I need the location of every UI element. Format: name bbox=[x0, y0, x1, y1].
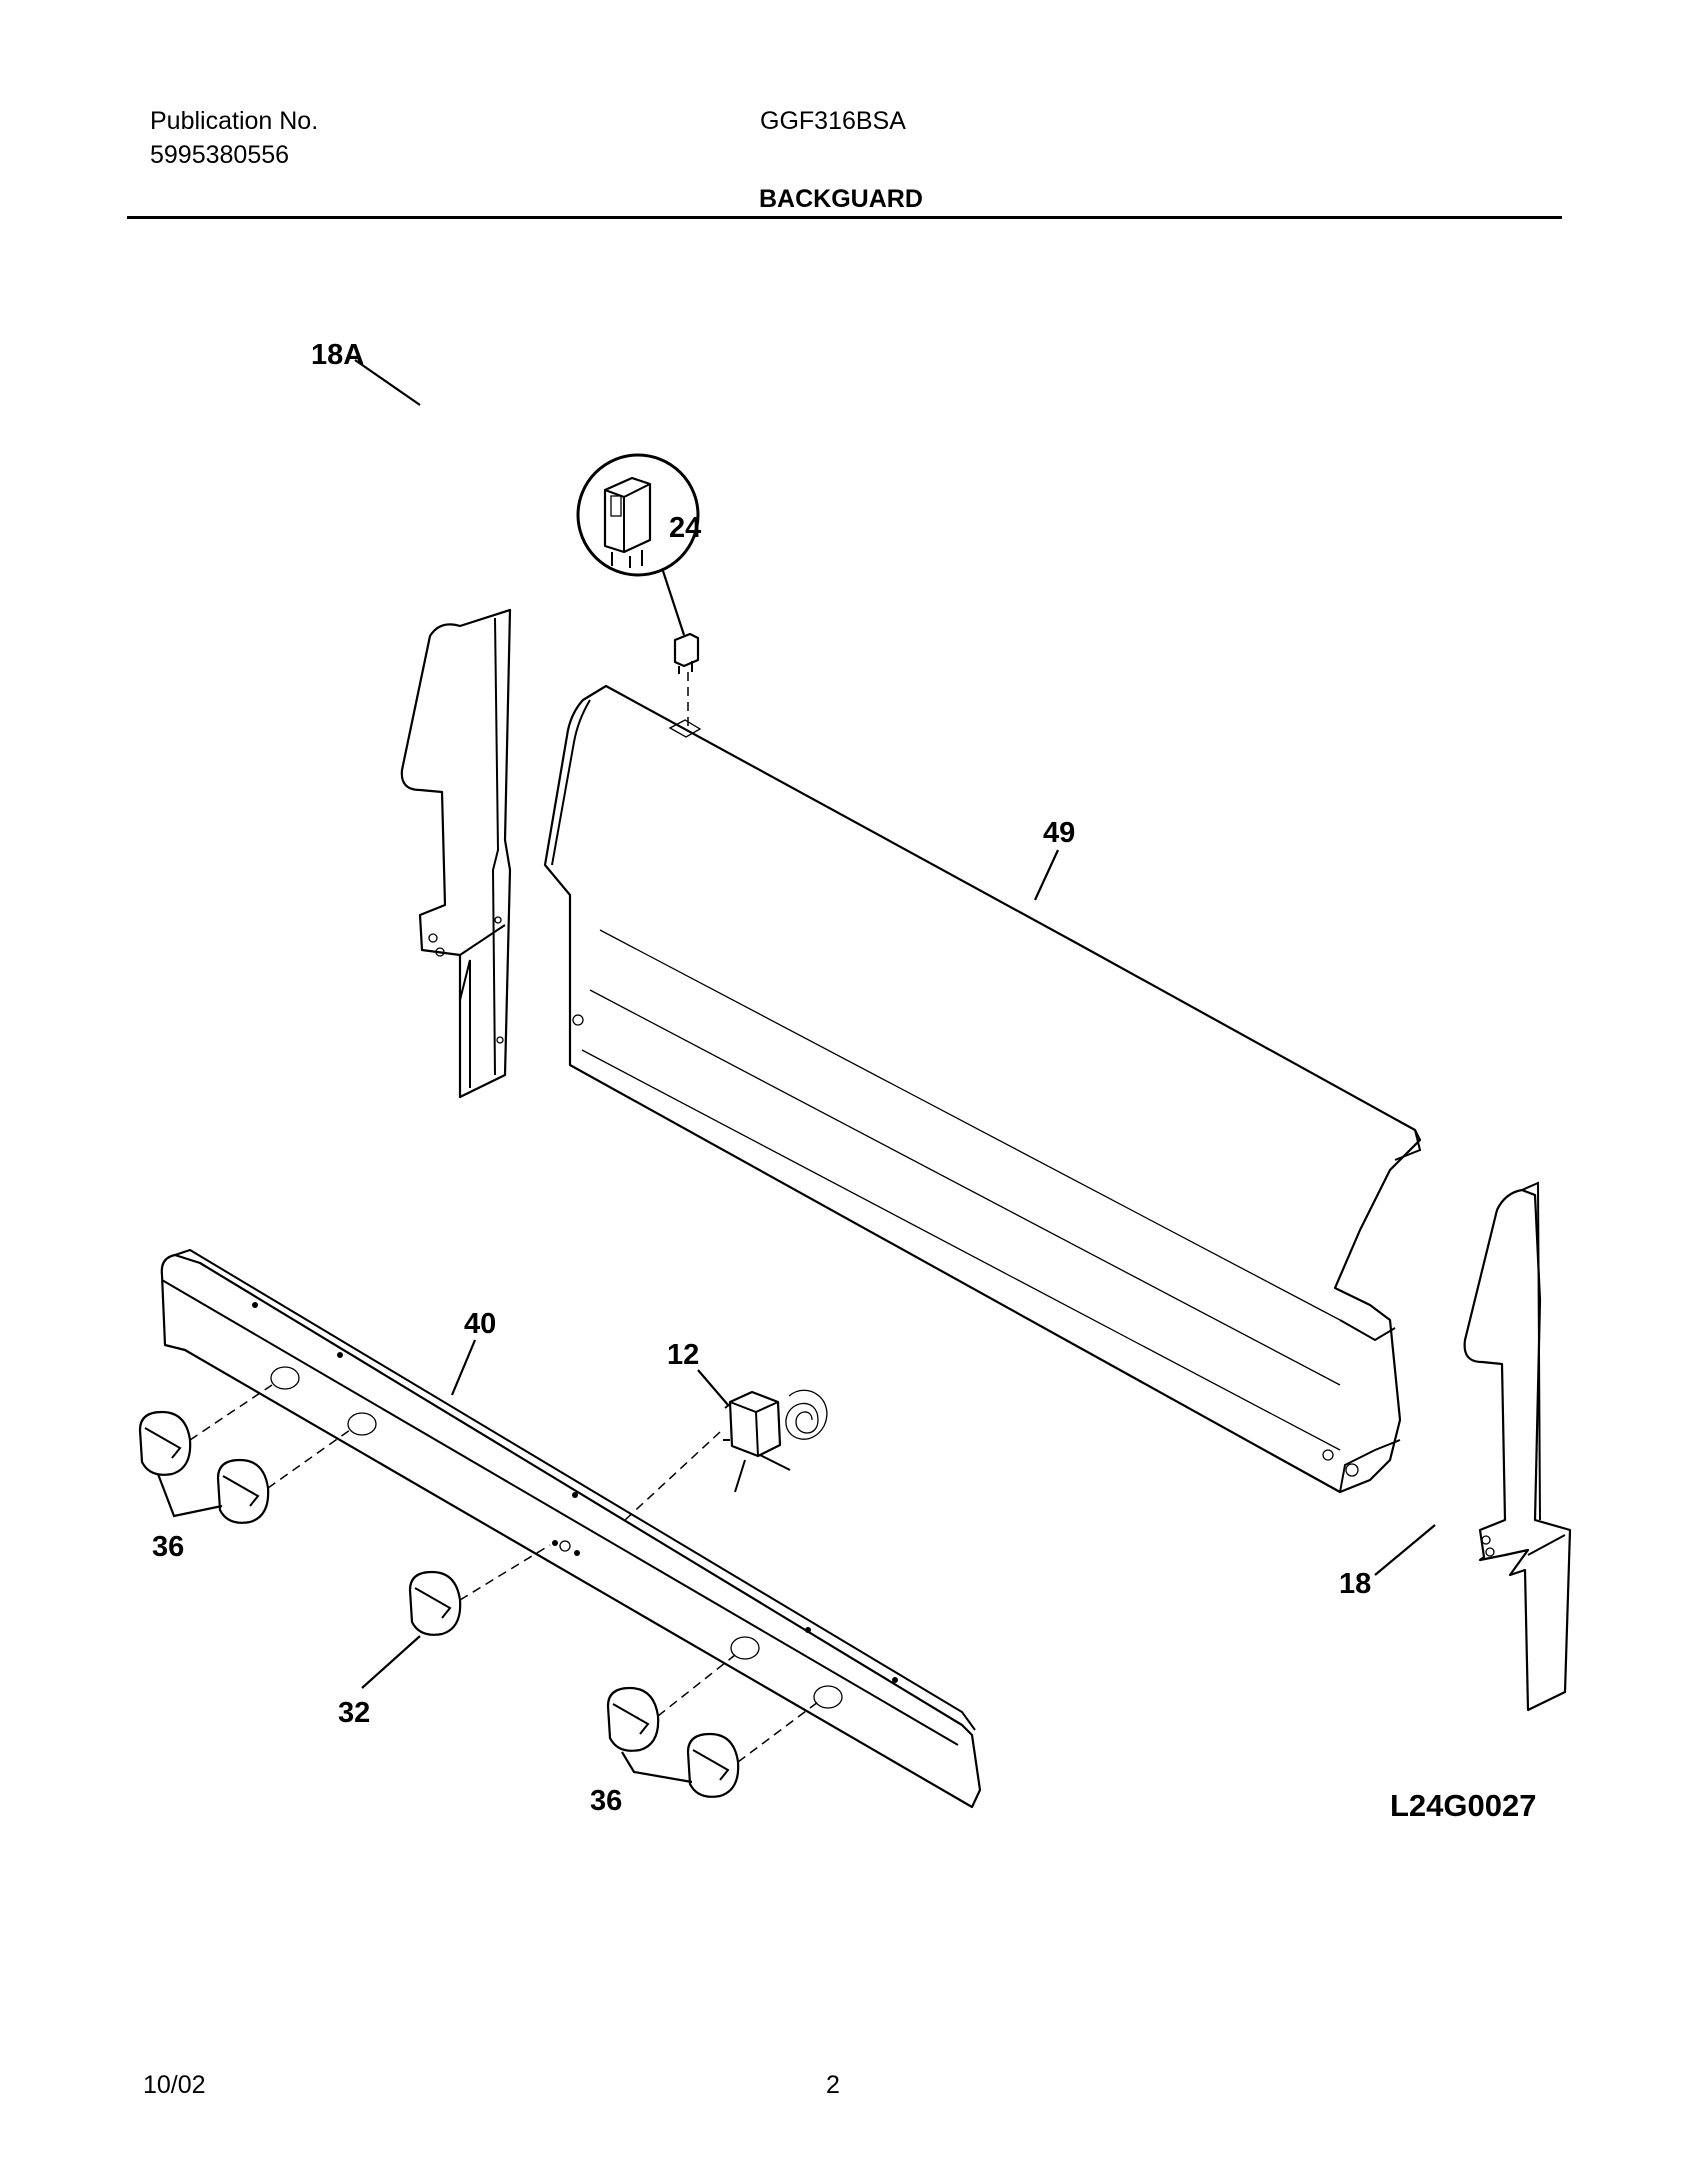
footer-page-number: 2 bbox=[826, 2071, 840, 2099]
knob-36-right-upper bbox=[606, 1654, 736, 1752]
leader-36-right bbox=[621, 1751, 693, 1784]
knob-32-center bbox=[408, 1544, 551, 1636]
part-24-switch-detail bbox=[576, 453, 700, 730]
footer-date: 10/02 bbox=[143, 2071, 206, 2099]
part-49-backguard-panel bbox=[543, 684, 1422, 1494]
callout-18: 18 bbox=[1339, 1568, 1371, 1600]
section-title: BACKGUARD bbox=[759, 185, 923, 213]
knob-36-left-lower bbox=[216, 1429, 351, 1524]
part-40-manifold-panel bbox=[160, 1248, 982, 1809]
callout-49: 49 bbox=[1043, 817, 1075, 849]
callout-36-right: 36 bbox=[590, 1785, 622, 1817]
knob-36-right-lower bbox=[686, 1701, 819, 1798]
knob-36-left-upper bbox=[138, 1384, 273, 1476]
callout-12: 12 bbox=[667, 1339, 699, 1371]
part-18-right-side-panel bbox=[1374, 1181, 1572, 1712]
callout-40: 40 bbox=[464, 1308, 496, 1340]
leader-36-left bbox=[156, 1473, 223, 1518]
callout-24: 24 bbox=[669, 512, 701, 544]
part-12-thermostat bbox=[624, 1369, 828, 1521]
part-18a-left-side-panel bbox=[354, 359, 512, 1099]
callout-18a: 18A bbox=[311, 339, 364, 371]
figure-code: L24G0027 bbox=[1390, 1788, 1537, 1823]
callout-32: 32 bbox=[338, 1697, 370, 1729]
publication-number: 5995380556 bbox=[150, 141, 290, 169]
publication-label: Publication No. bbox=[150, 107, 319, 135]
leader-32 bbox=[361, 1635, 421, 1689]
header-rule bbox=[127, 216, 1562, 219]
model-number: GGF316BSA bbox=[760, 107, 906, 135]
callout-36-left: 36 bbox=[152, 1531, 184, 1563]
